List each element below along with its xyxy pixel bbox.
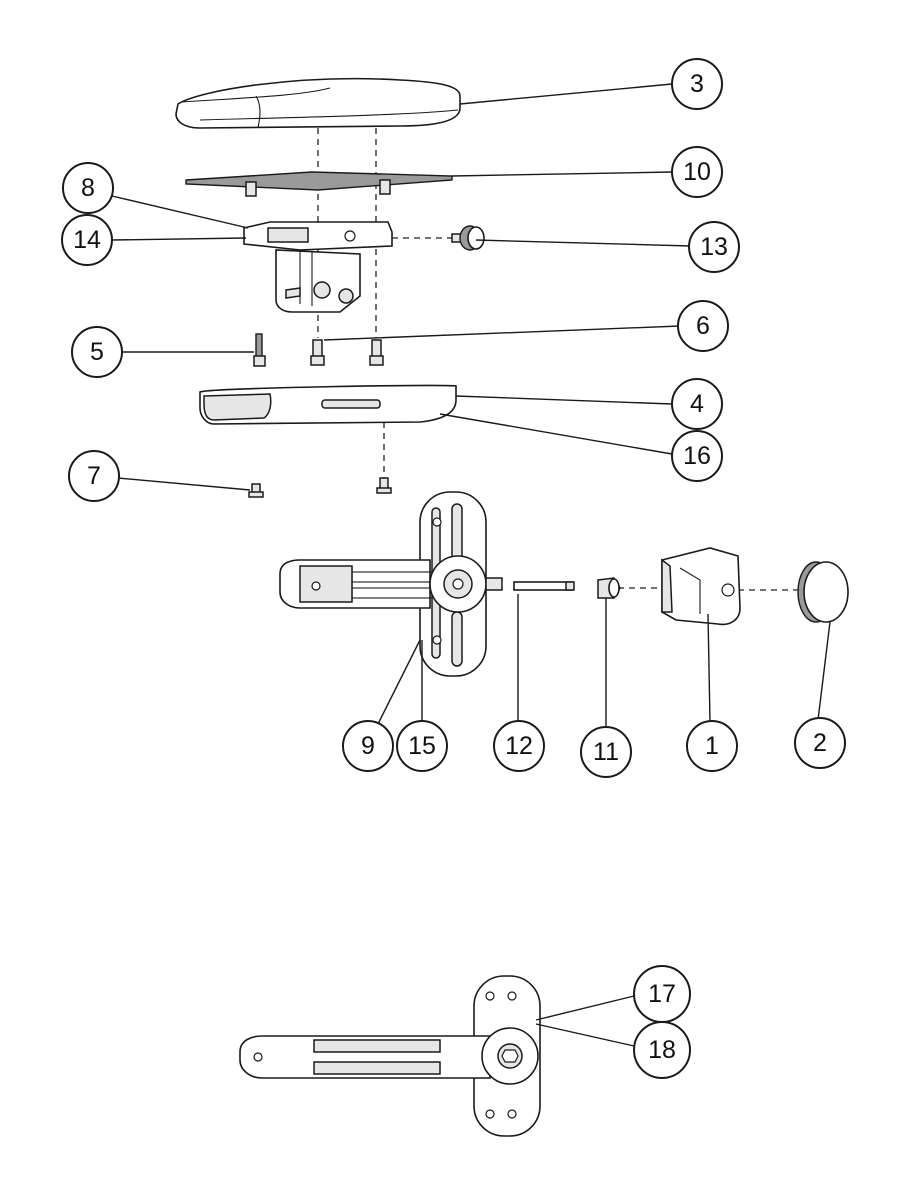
part-lower-cover: [199, 384, 457, 425]
callout-11-label: 11: [593, 738, 619, 766]
callout-5: 5: [71, 326, 123, 378]
callout-9: 9: [342, 720, 394, 772]
callout-1: 1: [686, 720, 738, 772]
callout-6: 6: [677, 300, 729, 352]
callout-7-label: 7: [87, 462, 101, 490]
callout-4-label: 4: [690, 390, 704, 418]
callout-17-label: 17: [648, 980, 676, 1008]
callout-5-label: 5: [90, 338, 104, 366]
callout-3: 3: [671, 58, 723, 110]
callout-2: 2: [794, 717, 846, 769]
callout-8: 8: [62, 162, 114, 214]
callout-2-label: 2: [813, 729, 827, 757]
callout-11: 11: [580, 726, 632, 778]
part-bracket: [243, 221, 393, 313]
leader-lines: [111, 83, 831, 1047]
part-small-screws: [248, 477, 392, 498]
callout-10: 10: [671, 146, 723, 198]
callout-3-label: 3: [690, 70, 704, 98]
callout-16: 16: [671, 430, 723, 482]
part-gasket-plate: [185, 171, 453, 197]
callout-10-label: 10: [683, 158, 711, 186]
assembly-axes: [317, 128, 802, 591]
part-screws: [253, 333, 384, 367]
callout-6-label: 6: [696, 312, 710, 340]
part-knob-screw: [451, 225, 485, 251]
callout-16-label: 16: [683, 442, 711, 470]
part-assembled-arm: [239, 975, 541, 1137]
callout-14: 14: [61, 214, 113, 266]
callout-18: 18: [633, 1021, 691, 1079]
callout-14-label: 14: [73, 226, 101, 254]
part-top-cover: [175, 77, 461, 129]
callout-9-label: 9: [361, 732, 375, 760]
callout-13-label: 13: [700, 233, 728, 261]
callout-12: 12: [493, 720, 545, 772]
callout-17: 17: [633, 965, 691, 1023]
part-nut: [597, 577, 621, 599]
callout-7: 7: [68, 450, 120, 502]
part-housing: [661, 547, 741, 626]
callout-4: 4: [671, 378, 723, 430]
callout-8-label: 8: [81, 174, 95, 202]
callout-13: 13: [688, 221, 740, 273]
callout-15-label: 15: [408, 732, 436, 760]
callout-12-label: 12: [505, 732, 533, 760]
part-cap-knob: [797, 561, 849, 623]
callout-1-label: 1: [705, 732, 719, 760]
part-arm-assembly: [279, 491, 503, 677]
part-pin: [513, 581, 575, 591]
callout-15: 15: [396, 720, 448, 772]
callout-18-label: 18: [648, 1036, 676, 1064]
